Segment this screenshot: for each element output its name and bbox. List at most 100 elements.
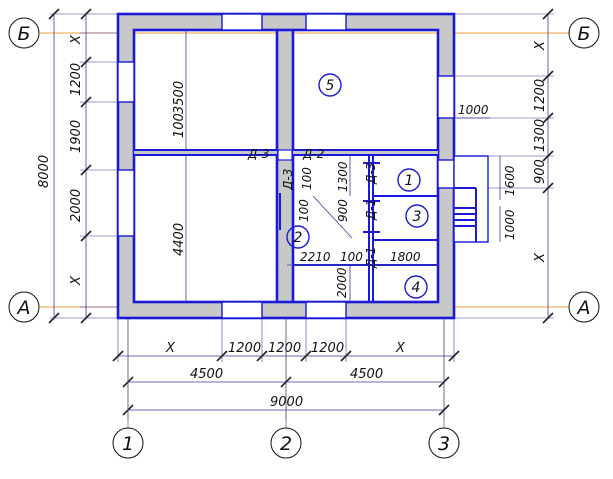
axis-B-left-circle	[8, 17, 40, 49]
tick-l-5	[80, 230, 92, 242]
door-label-d3-left: Д-3	[247, 147, 269, 161]
partition-room5	[293, 150, 438, 155]
axis-A-right-label: А	[576, 297, 591, 319]
axis-markers: 1 2 3 Б Б А А	[8, 17, 600, 459]
axis-A-left-circle	[8, 291, 40, 323]
room-4-number: 4	[412, 280, 421, 296]
dim-2000-room4: 2000	[335, 267, 349, 298]
axis-2-label: 2	[280, 433, 292, 455]
door-label-d2: Д-2	[302, 147, 324, 161]
tick-l-6	[80, 312, 92, 324]
door-opening-central	[277, 149, 293, 161]
dim-3500: 3500	[172, 81, 187, 114]
dim-2210: 2210	[300, 250, 331, 264]
door-label-d3-hall: Д-3	[281, 169, 295, 191]
door-label-d3-right: Д-3	[364, 163, 378, 185]
tick-r-5	[542, 182, 554, 194]
dim-1600-stair: 1600	[503, 165, 517, 196]
tick-l-3	[80, 96, 92, 108]
room-5-circle	[318, 73, 342, 97]
dim-1000-stair: 1000	[503, 209, 517, 240]
tick-l-4	[80, 164, 92, 176]
dim-100-c: 100	[297, 199, 311, 222]
room-5-number: 5	[326, 78, 335, 94]
dim-1800: 1800	[390, 250, 421, 264]
dimline-diag	[312, 195, 353, 239]
tick-lt-1	[48, 8, 60, 20]
windows	[117, 13, 455, 319]
tick-r-2	[542, 70, 554, 82]
dim-100-b: 100	[300, 167, 314, 190]
axis-A-right-circle	[568, 291, 600, 323]
tick-lt-2	[48, 312, 60, 324]
tick-r-1	[542, 8, 554, 20]
room-3-number: 3	[413, 209, 422, 225]
dim-right-x-top: X	[533, 40, 548, 51]
axis-B-right-circle	[568, 17, 600, 49]
door-openings	[277, 149, 380, 233]
room-4-circle	[404, 275, 428, 299]
dim-left-total: 8000	[37, 155, 52, 188]
axis-1-label: 1	[122, 433, 134, 455]
tick-b-2	[216, 350, 228, 362]
dim-left-x-top: X	[69, 34, 84, 45]
tick-b-3	[256, 350, 268, 362]
interior-dimension-texts: 3500 100 4400 1000 1300 100 900 100 2210…	[172, 81, 517, 298]
dim-right-1200: 1200	[533, 79, 548, 112]
dim-bottom-x-right: X	[395, 341, 406, 356]
bottom-dimension-chains: X 1200 1200 1200 X 4500 4500 9000	[112, 318, 460, 416]
interior-dimensions	[185, 30, 501, 302]
window-left-lower	[117, 169, 135, 237]
dim-1000-window: 1000	[458, 103, 489, 117]
dim-bottom-total: 9000	[270, 395, 303, 410]
window-left-upper	[117, 61, 135, 103]
entrance-stair	[453, 155, 489, 243]
dim-left-1900: 1900	[69, 120, 84, 153]
room-markers: 5 1 3 2 4	[286, 73, 429, 299]
tick-l-1	[80, 8, 92, 20]
dim-bottom-4500-right: 4500	[350, 367, 383, 382]
dim-bottom-1200-c: 1200	[311, 341, 344, 356]
room-1-number: 1	[405, 173, 414, 189]
axis-3-label: 3	[438, 433, 450, 455]
dim-100-d: 100	[340, 250, 363, 264]
door-label-d1-lower: Д-1	[364, 247, 378, 269]
door-labels: Д-3 Д-2 Д-3 Д-1 Д-1 Д-3	[247, 147, 378, 269]
dim-100-a: 100	[172, 113, 187, 138]
window-bottom-left	[221, 301, 263, 319]
window-right-upper	[437, 75, 455, 119]
tick-r-4	[542, 150, 554, 162]
room-1-circle	[397, 168, 421, 192]
tick-b-5	[340, 350, 352, 362]
room-3-circle	[405, 204, 429, 228]
dim-bottom-4500-left: 4500	[190, 367, 223, 382]
axis-A-left-label: А	[16, 297, 31, 319]
room-2-number: 2	[294, 230, 303, 246]
left-dimension-chain: X 1200 1900 2000 X 8000	[37, 8, 118, 324]
dim-bottom-1200-a: 1200	[228, 341, 261, 356]
room-2-circle	[286, 225, 310, 249]
dim-left-x-bottom: X	[69, 275, 84, 286]
dim-900: 900	[336, 199, 350, 222]
door-label-d1-upper: Д-1	[364, 199, 378, 221]
axis-3-circle	[428, 427, 460, 459]
dim-right-1300: 1300	[533, 119, 548, 152]
building-walls	[116, 12, 456, 320]
right-dimension-chain: X 1200 1300 900 X	[454, 8, 554, 324]
dim-right-x-bottom: X	[533, 252, 548, 263]
axis-B-right-label: Б	[577, 23, 590, 45]
partition-left-rooms	[134, 150, 277, 155]
tick-l-2	[80, 56, 92, 68]
axis-B-left-label: Б	[17, 23, 30, 45]
tick-r-3	[542, 112, 554, 124]
central-wall	[277, 30, 293, 302]
axis-2-circle	[270, 427, 302, 459]
dim-bottom-x-left: X	[165, 341, 176, 356]
axis-1-circle	[112, 427, 144, 459]
dim-left-2000: 2000	[69, 189, 84, 222]
dim-4400: 4400	[172, 223, 187, 256]
dim-left-1200: 1200	[69, 63, 84, 96]
dim-right-900: 900	[533, 159, 548, 184]
window-right-door	[437, 159, 455, 189]
